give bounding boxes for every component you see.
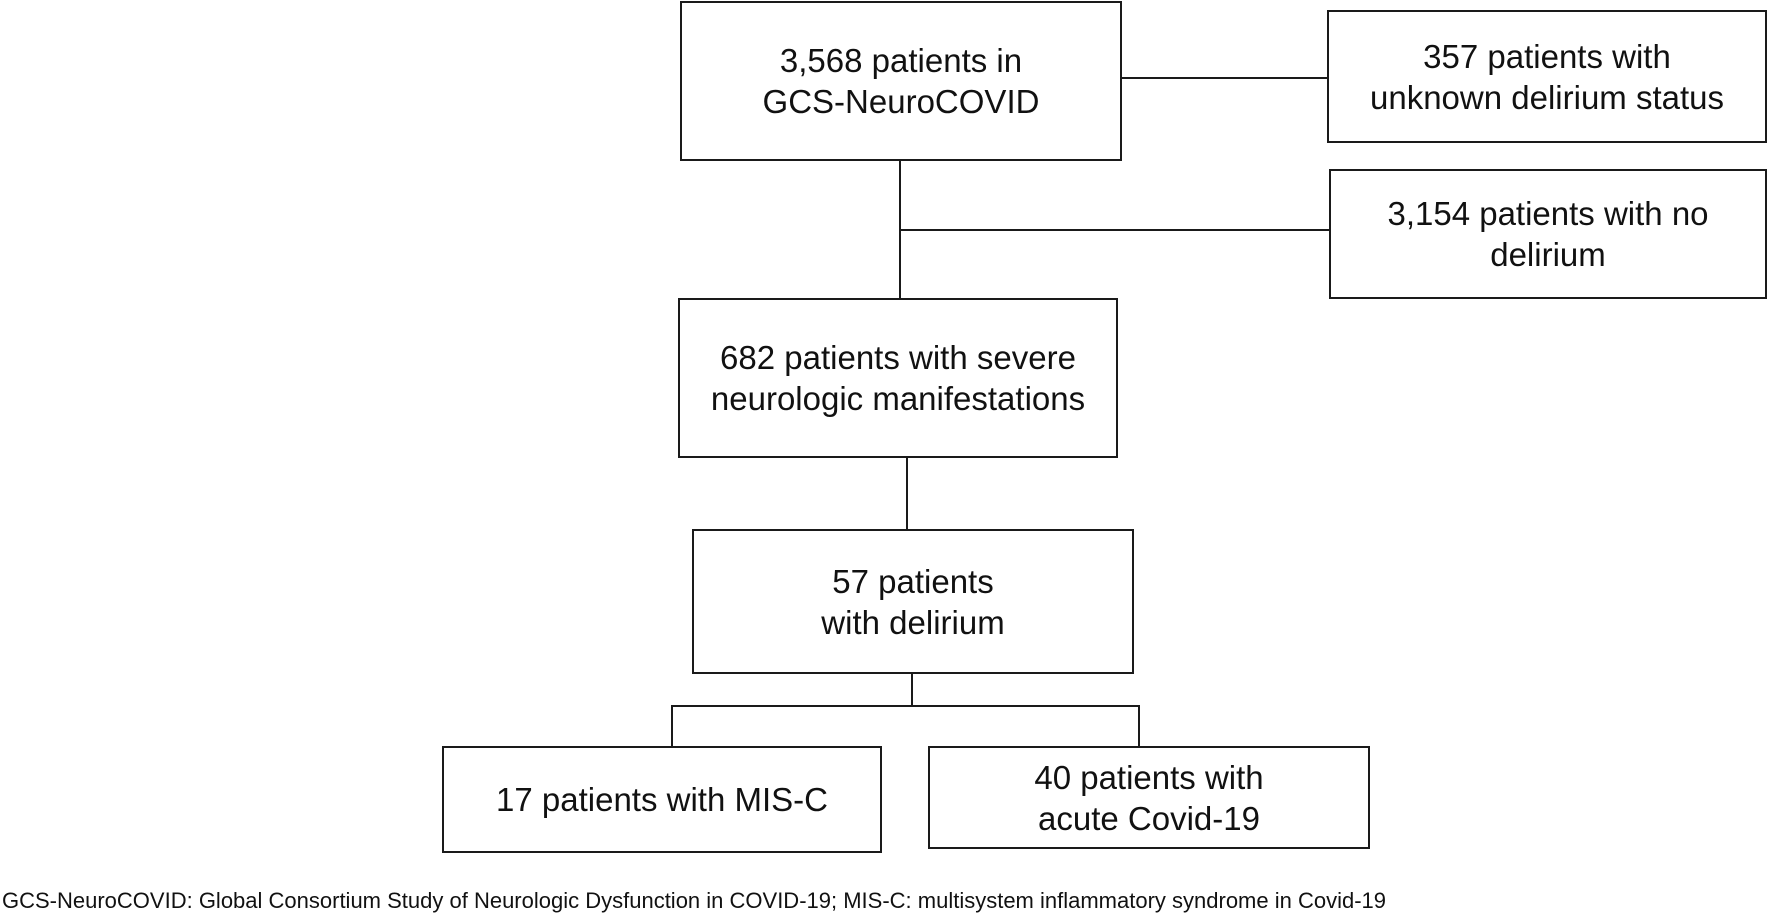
- box-severe-line-1: 682 patients with severe: [720, 339, 1076, 376]
- box-total-line-1: 3,568 patients in: [779, 42, 1023, 79]
- box-delirium: 57 patients with delirium: [692, 529, 1134, 674]
- box-no-delirium-line-2: delirium: [1490, 236, 1606, 273]
- box-total-line-2: GCS-NeuroCOVID: [762, 83, 1040, 120]
- box-no-delirium-line-1: 3,154 patients with no: [1387, 195, 1709, 232]
- connector-branch-to-no-delirium: [900, 229, 1330, 231]
- connector-split-horizontal: [671, 705, 1140, 707]
- connector-severe-to-delirium: [906, 458, 908, 530]
- box-unknown-delirium-status: 357 patients with unknown delirium statu…: [1327, 10, 1767, 143]
- box-delirium-line-1: 57 patients: [832, 562, 994, 600]
- box-unknown-line-2: unknown delirium status: [1369, 78, 1724, 116]
- box-acute-line-2: acute Covid-19: [1038, 799, 1260, 837]
- box-severe-neurologic: 682 patients with severe neurologic mani…: [678, 298, 1118, 458]
- box-severe-line-2: neurologic manifestations: [710, 380, 1086, 417]
- footnote-abbreviations: GCS-NeuroCOVID: Global Consortium Study …: [2, 888, 1387, 913]
- box-delirium-line-2: with delirium: [821, 603, 1005, 641]
- box-unknown-line-1: 357 patients with: [1423, 37, 1671, 75]
- connector-split-to-misc: [671, 705, 673, 747]
- box-acute-line-1: 40 patients with: [1034, 758, 1264, 796]
- box-mis-c-line-1: 17 patients with MIS-C: [496, 781, 828, 818]
- box-no-delirium: 3,154 patients with no delirium: [1329, 169, 1767, 299]
- box-total-patients: 3,568 patients in GCS-NeuroCOVID: [680, 1, 1122, 161]
- connector-total-to-unknown: [1118, 77, 1328, 79]
- connector-split-to-acute: [1138, 705, 1140, 747]
- box-mis-c: 17 patients with MIS-C: [442, 746, 882, 853]
- box-acute-covid: 40 patients with acute Covid-19: [928, 746, 1370, 849]
- connector-delirium-down: [911, 673, 913, 706]
